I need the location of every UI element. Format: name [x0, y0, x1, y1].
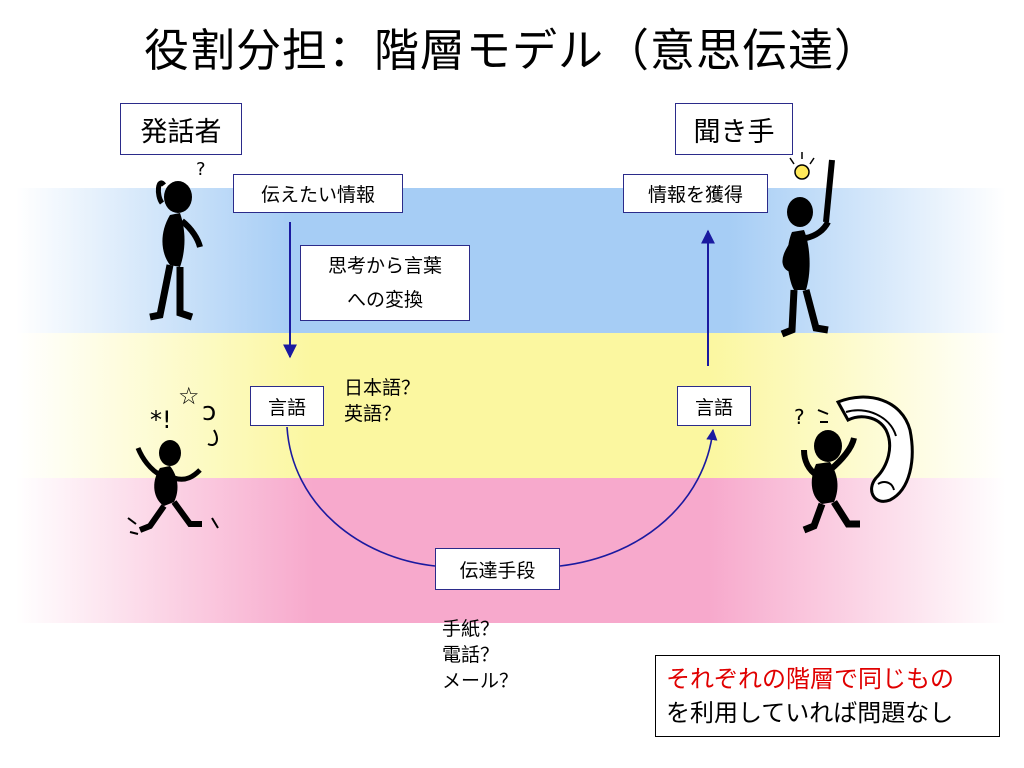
- conclusion-note-line2: を利用していれば問題なし: [666, 699, 954, 727]
- phone-figure-icon: ?: [794, 395, 914, 534]
- frustrated-figure-icon: *! ☆ ↄ: [127, 382, 219, 535]
- svg-text:?: ?: [196, 159, 206, 180]
- language-options: 日本語？ 英語？: [344, 375, 420, 427]
- medium-option: メール？: [442, 670, 519, 692]
- thinking-figure-icon: ?: [149, 159, 206, 321]
- thought-to-words-box: 思考から言葉 への変換: [300, 245, 470, 321]
- slide-title: 役割分担：階層モデル（意思伝達）: [143, 24, 880, 77]
- conclusion-note-line1: それぞれの階層で同じもの: [666, 665, 954, 693]
- language-option: 英語？: [344, 403, 402, 425]
- transmit-curve-left: [286, 426, 436, 567]
- thought-to-words-line2: への変換: [346, 289, 423, 311]
- svg-text:ↄ: ↄ: [202, 397, 216, 427]
- transmit-curve-right: [559, 428, 718, 567]
- svg-text:?: ?: [794, 405, 805, 429]
- medium-options: 手紙？ 電話？ メール？: [442, 616, 518, 694]
- svg-text:*!: *!: [150, 406, 172, 434]
- want-to-convey-box: 伝えたい情報: [233, 174, 403, 213]
- language-box-right: 言語: [677, 386, 751, 426]
- thought-to-words-line1: 思考から言葉: [327, 255, 442, 277]
- speaker-label: 発話者: [120, 103, 242, 155]
- medium-box: 伝達手段: [435, 548, 560, 590]
- acquire-info-box: 情報を獲得: [623, 174, 768, 213]
- svg-text:☆: ☆: [178, 382, 200, 410]
- medium-option: 電話？: [442, 644, 500, 666]
- listener-label: 聞き手: [675, 103, 793, 155]
- language-option: 日本語？: [344, 377, 421, 399]
- language-box-left: 言語: [250, 386, 324, 426]
- conclusion-note: それぞれの階層で同じもの を利用していれば問題なし: [655, 655, 1000, 737]
- medium-option: 手紙？: [442, 618, 500, 640]
- lightbulb-figure-icon: [780, 152, 835, 338]
